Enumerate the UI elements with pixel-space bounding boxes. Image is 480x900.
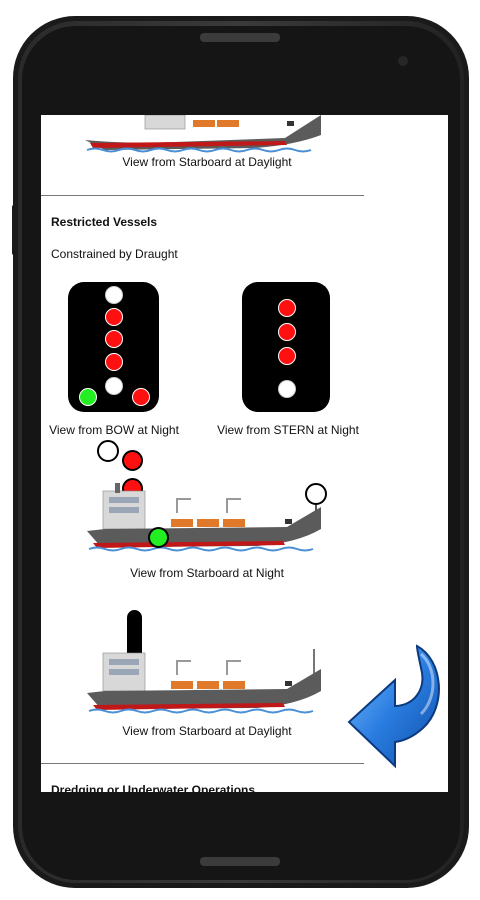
content-screen[interactable]: View from Starboard at Daylight Restrict… xyxy=(41,115,448,792)
red-light xyxy=(278,323,296,341)
caption-starboard-daylight: View from Starboard at Daylight xyxy=(122,724,292,738)
caption-starboard-night: View from Starboard at Night xyxy=(130,566,284,580)
ship-illustration-top xyxy=(85,115,321,153)
bow-night-lights-panel xyxy=(68,282,159,412)
speaker-grille xyxy=(200,33,280,42)
red-light xyxy=(278,347,296,365)
white-light-stern-mast xyxy=(305,483,327,505)
cylinder-day-shape xyxy=(127,610,142,666)
section-title-dredging: Dredging or Underwater Operations xyxy=(51,783,256,792)
caption-stern-night: View from STERN at Night xyxy=(217,423,359,437)
green-light-sidelight xyxy=(148,527,169,548)
red-light xyxy=(278,299,296,317)
subsection-title-constrained: Constrained by Draught xyxy=(51,247,178,261)
section-title-restricted: Restricted Vessels xyxy=(51,215,158,229)
white-light xyxy=(105,377,123,395)
caption-top-daylight: View from Starboard at Daylight xyxy=(122,155,292,169)
front-camera xyxy=(398,56,408,66)
back-arrow-icon[interactable] xyxy=(347,640,445,775)
white-light xyxy=(105,286,123,304)
green-light xyxy=(79,388,97,406)
caption-bow-night: View from BOW at Night xyxy=(49,423,179,437)
red-light xyxy=(122,450,143,471)
ship-illustration-night xyxy=(87,483,321,552)
white-light xyxy=(278,380,296,398)
section-divider xyxy=(41,763,364,764)
red-light xyxy=(105,353,123,371)
white-light-masthead xyxy=(97,440,119,462)
stern-night-lights-panel xyxy=(242,282,330,412)
red-light xyxy=(105,330,123,348)
bottom-speaker xyxy=(200,857,280,866)
section-divider xyxy=(41,195,364,196)
red-light xyxy=(105,308,123,326)
ship-illustration-daylight xyxy=(87,649,321,714)
red-light xyxy=(132,388,150,406)
